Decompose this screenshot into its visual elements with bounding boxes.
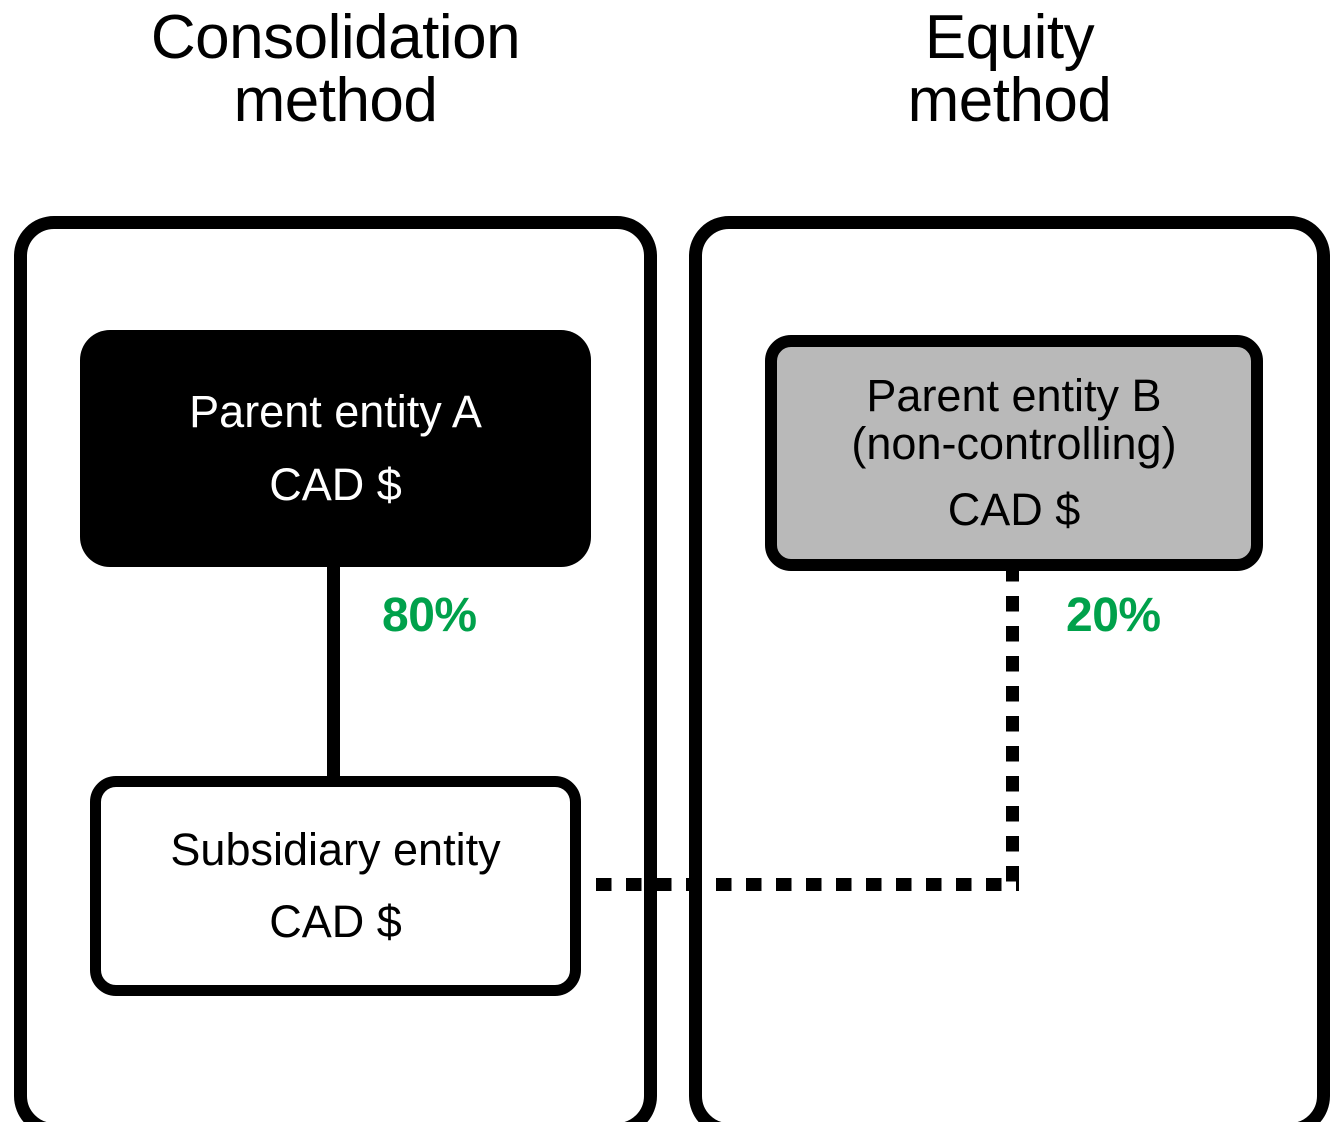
dotted-connector-vertical-parent-b <box>1006 566 1019 891</box>
subsidiary-entity-currency: CAD $ <box>269 896 402 947</box>
node-parent-entity-a: Parent entity A CAD $ <box>80 330 591 567</box>
ownership-percentage-equity: 20% <box>1066 589 1161 642</box>
parent-entity-b-currency: CAD $ <box>947 484 1081 536</box>
ownership-percentage-consolidation: 80% <box>382 589 477 642</box>
equity-method-title: Equity method <box>907 3 1112 136</box>
parent-entity-b-qualifier: (non-controlling) <box>851 417 1177 469</box>
node-subsidiary-entity: Subsidiary entity CAD $ <box>90 776 581 996</box>
consolidation-method-title: Consolidation method <box>150 3 521 136</box>
subsidiary-entity-name: Subsidiary entity <box>170 823 501 875</box>
dotted-connector-horizontal-subsidiary-to-parent-b <box>596 878 1019 891</box>
solid-connector-parent-a-to-subsidiary <box>327 560 340 782</box>
node-parent-entity-b: Parent entity B (non-controlling) CAD $ <box>765 335 1263 571</box>
parent-entity-a-name: Parent entity A <box>189 386 482 438</box>
parent-entity-a-currency: CAD $ <box>269 458 402 510</box>
parent-entity-b-name: Parent entity B <box>866 369 1162 421</box>
